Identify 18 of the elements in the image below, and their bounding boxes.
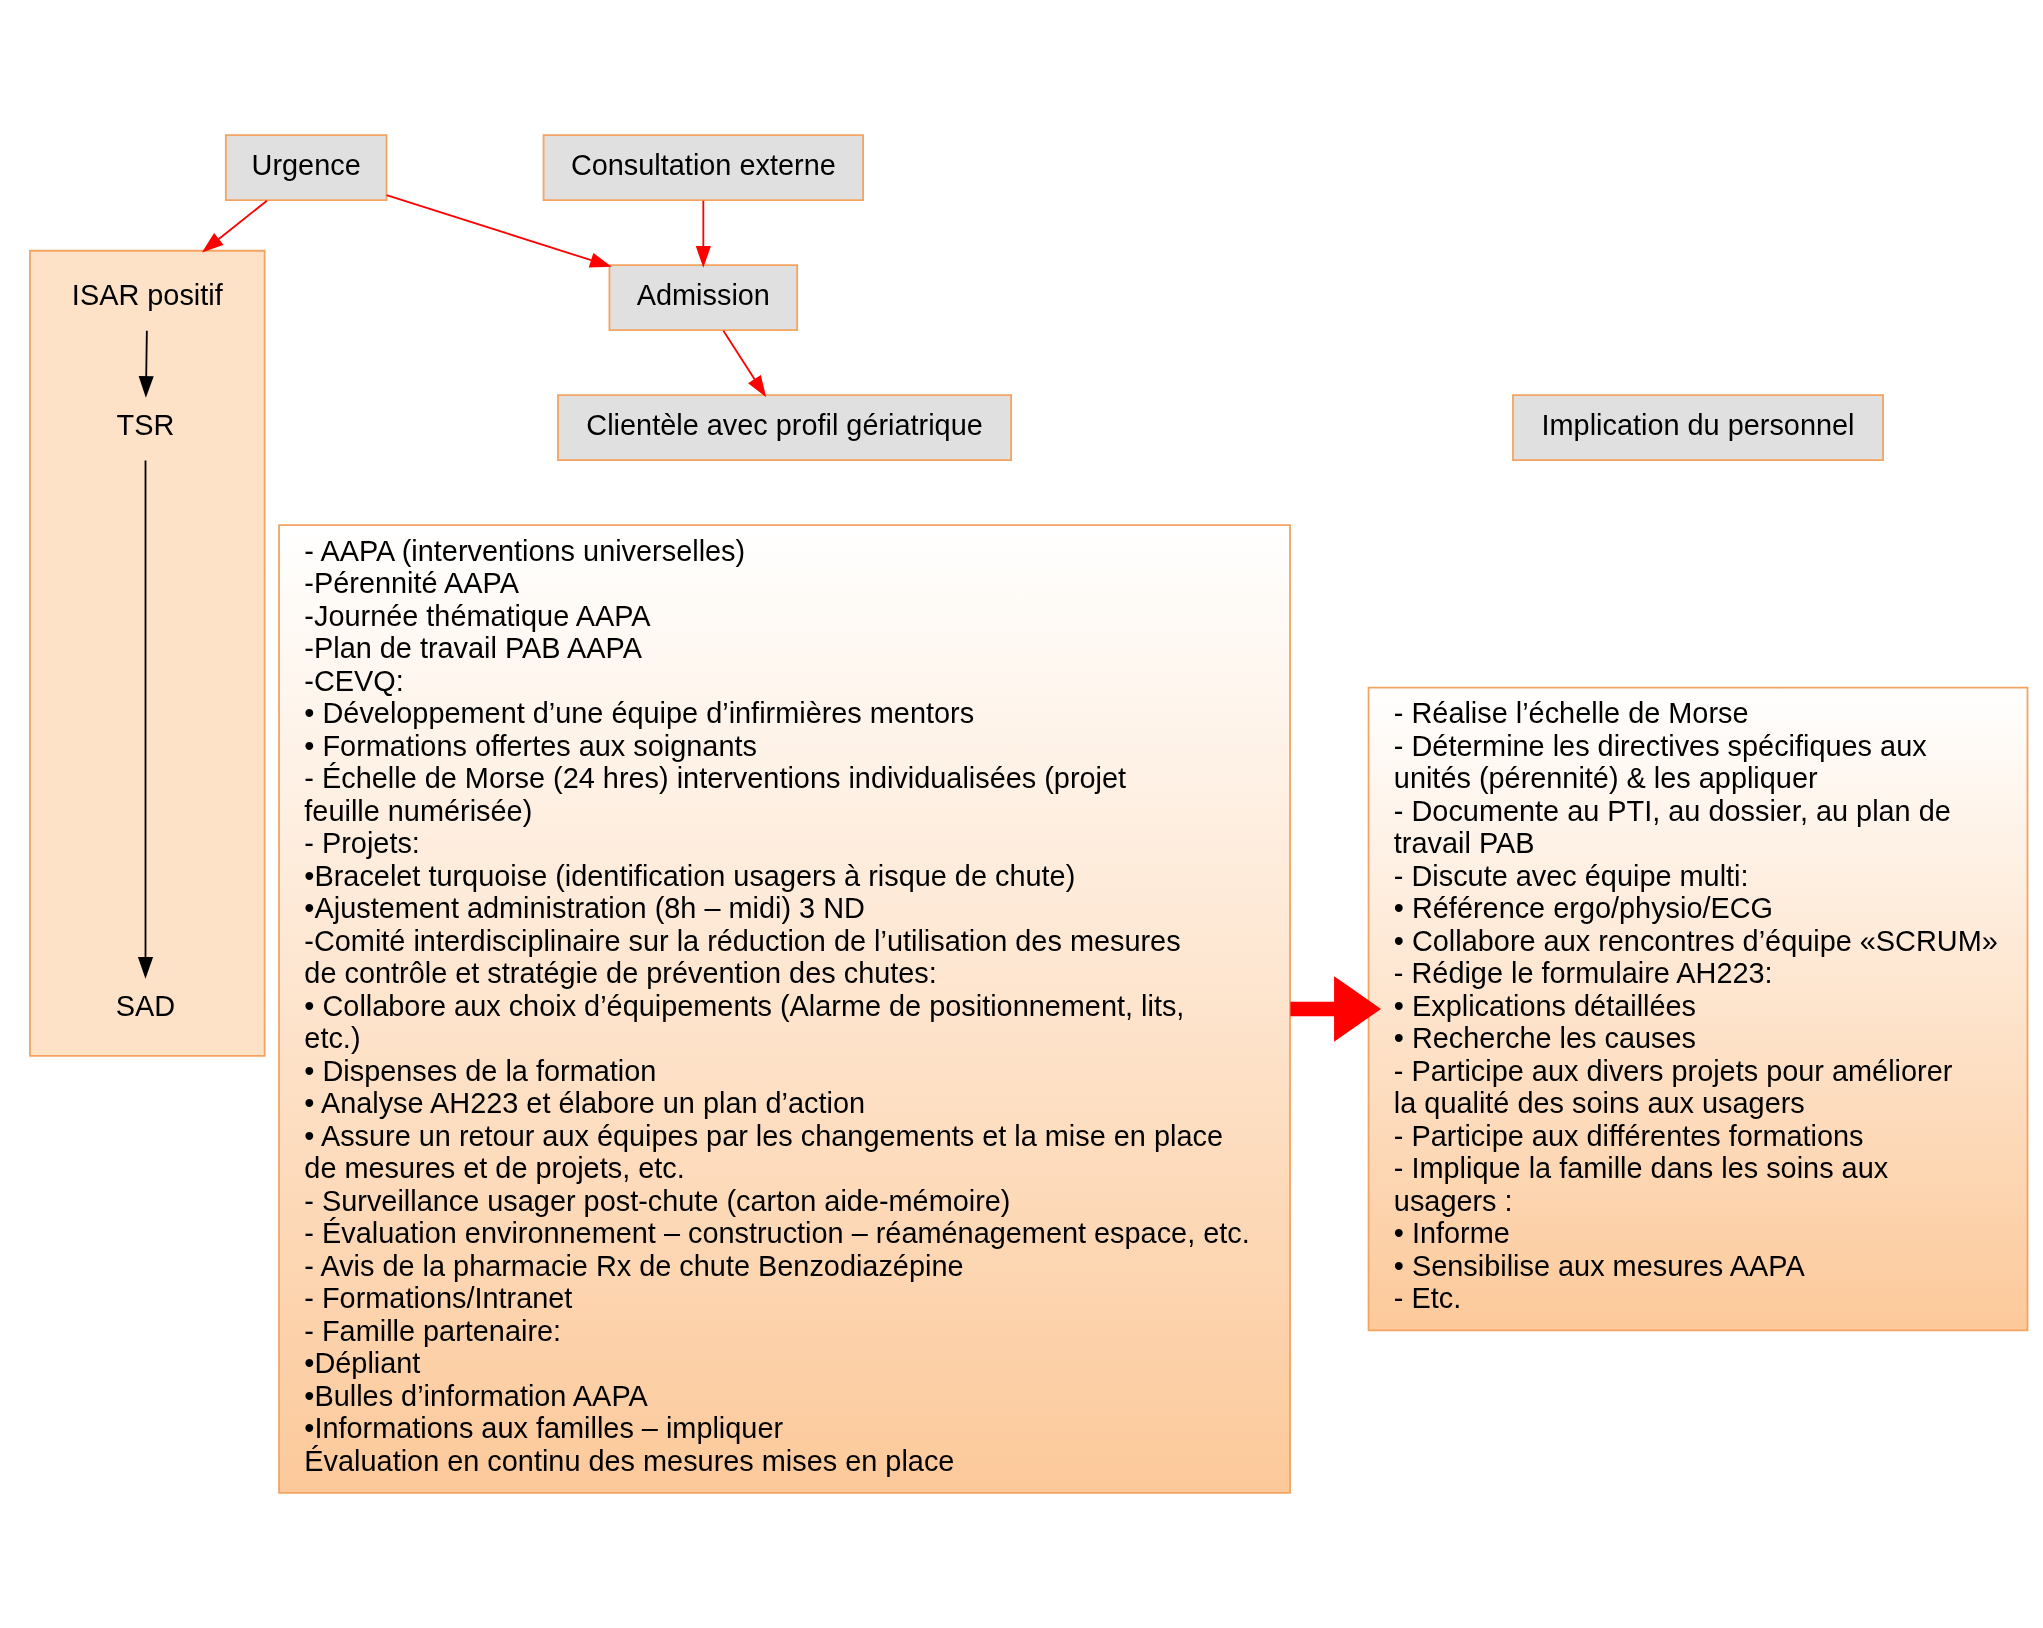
arrow [385,194,612,268]
arrow [137,459,154,979]
node-box: - AAPA (interventions universelles) -Pérennité AAPA -Journée thématique AAPA -Plan de travail PAB AAPA -CEVQ: • Développement d’une équipe d’infirmières mentors • Formations offertes aux soignants - Échelle de Morse (24 hres) interventions individualisées (projet feuille numérisée) - Projets: •Bracelet turquoise (identification usagers à risque de chute) •Ajustement administration (8h – midi) 3 ND -Comité interdisciplinaire sur la réduction de l’utilisation des mesures de contrôle et stratégie de prévention des chutes: • Collabore aux choix d’équipements (Alarme de positionnement, lits, etc.) • Dispenses de la formation • Analyse AH223 et élabore un plan d’action • Assure un retour aux équipes par les changements et la mise en place de mesures et de projets, etc. - Surveillance usager post-chute (carton aide-mémoire) - Évaluation environnement – construction – réaménagement espace, etc. - Avis de la pharmacie Rx de chute Benzodiazépine - Formations/Intranet - Famille partenaire: •Dépliant •Bulles d’information AAPA •Informations aux familles – impliquer Évaluation en continu des mesures mises en place [278,524,1291,1494]
node-text: TSR [116,408,175,441]
arrow [722,329,767,398]
arrow [1290,976,1381,1042]
cluster [29,249,266,1057]
arrow [201,199,268,253]
arrow [138,329,154,398]
arrow [695,199,711,268]
node-box: - Réalise l’échelle de Morse - Détermine les directives spécifiques aux unités (pérennité) & les appliquer - Documente au PTI, au dossier, au plan de travail PAB - Discute avec équipe multi: • Référence ergo/physio/ECG • Collabore aux rencontres d’équipe «SCRUM» - Rédige le formulaire AH223: • Explications détaillées • Recherche les causes - Participe aux divers projets pour améliorer la qualité des soins aux usagers - Participe aux différentes formations - Implique la famille dans les soins aux usagers : • Informe • Sensibilise aux mesures AAPA - Etc. [1367,686,2029,1332]
node-text: SAD [115,989,176,1022]
node-text: ISAR positif [71,278,223,311]
node-box: Implication du personnel [1512,394,1884,462]
node-box: Clientèle avec profil gériatrique [557,394,1013,462]
node-box: Consultation externe [542,134,864,202]
node-box: Admission [608,264,799,332]
node-box: Urgence [224,134,388,202]
